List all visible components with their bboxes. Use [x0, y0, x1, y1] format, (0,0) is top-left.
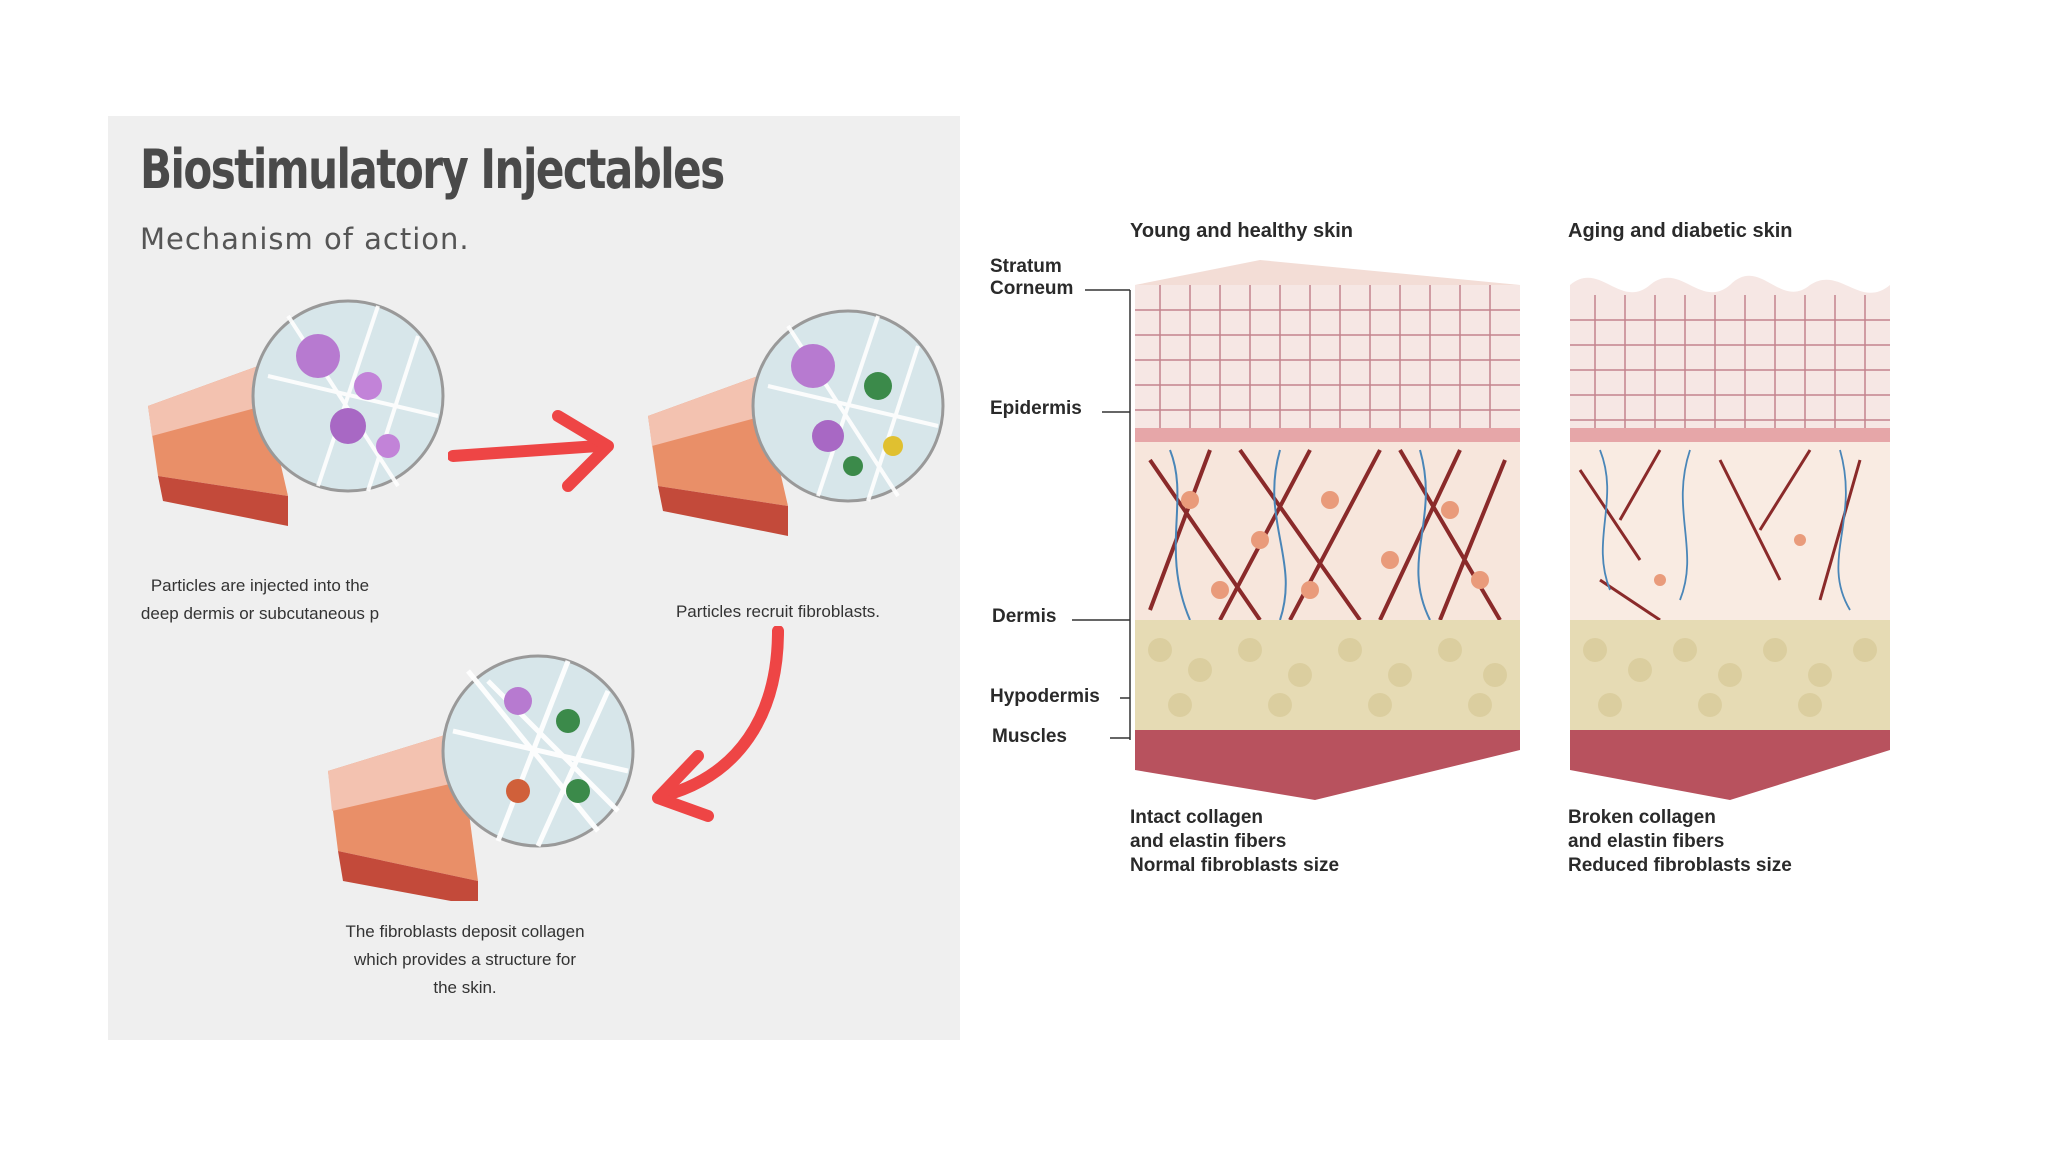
step2-caption: Particles recruit fibroblasts. [675, 602, 881, 621]
skin-cross-section-diagram [1072, 260, 1890, 800]
aging-skin-block [1570, 275, 1890, 800]
label-stratum-corneum: Stratum Corneum [990, 256, 1073, 300]
step3-illustration [328, 654, 635, 901]
label-dermis: Dermis [992, 606, 1057, 627]
aging-footer-line1: Broken collagen [1568, 807, 1716, 828]
arrow-right [448, 410, 614, 492]
step1-caption: Particles are injected into the deep der… [140, 576, 380, 623]
step1-illustration [148, 299, 445, 526]
aging-footer-line2: and elastin fibers [1568, 831, 1725, 852]
young-footer-line2: and elastin fibers [1130, 831, 1287, 852]
mechanism-panel: Biostimulatory Injectables Mechanism of … [108, 116, 960, 1040]
panel-subtitle: Mechanism of action. [140, 222, 470, 256]
young-skin-heading: Young and healthy skin [1130, 220, 1353, 242]
arrow-curved [652, 626, 784, 822]
label-muscles: Muscles [992, 726, 1067, 747]
young-footer-line1: Intact collagen [1130, 807, 1264, 828]
young-skin-footer: Intact collagen and elastin fibers Norma… [1130, 806, 1339, 878]
panel-title: Biostimulatory Injectables [140, 138, 725, 201]
aging-skin-heading: Aging and diabetic skin [1568, 220, 1793, 242]
label-stratum-line2: Corneum [990, 278, 1074, 299]
label-hypodermis: Hypodermis [990, 686, 1100, 707]
young-footer-line3: Normal fibroblasts size [1130, 855, 1340, 876]
young-skin-block [1135, 260, 1520, 800]
step2-illustration [648, 309, 945, 536]
step3-caption: The fibroblasts deposit collagen which p… [345, 922, 585, 997]
aging-skin-footer: Broken collagen and elastin fibers Reduc… [1568, 806, 1792, 878]
aging-footer-line3: Reduced fibroblasts size [1568, 855, 1792, 876]
label-epidermis: Epidermis [990, 398, 1082, 419]
label-stratum-line1: Stratum [990, 256, 1062, 277]
